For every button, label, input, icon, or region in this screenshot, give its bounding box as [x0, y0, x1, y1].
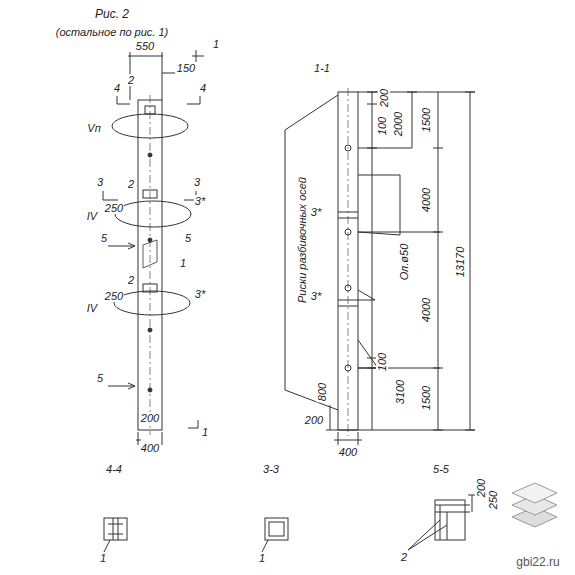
dimension-label: 13170: [454, 246, 466, 279]
dimension-label: 3: [193, 176, 201, 188]
dimension-label: 400: [140, 442, 160, 454]
dimension-label: 1: [201, 426, 209, 438]
dimension-label: 150: [176, 62, 196, 74]
dimension-label: (остальное по рис. 1): [55, 26, 170, 38]
dimension-label: 1500: [420, 385, 432, 411]
dimension-label: 250: [487, 490, 499, 510]
dimension-label: 2: [127, 178, 135, 190]
dimension-label: 250: [104, 290, 124, 302]
dimension-label: 200: [378, 88, 390, 108]
dimension-label: Риски разбивочных осей: [296, 176, 308, 304]
dimension-label: 1: [212, 38, 220, 50]
dimension-label: 4000: [420, 187, 432, 213]
dimension-label: 2: [127, 74, 135, 86]
dimension-label: 3*: [310, 290, 322, 302]
dimension-label: 5: [100, 232, 108, 244]
dimension-label: Vп: [86, 122, 101, 134]
dimension-label: 5-5: [432, 463, 450, 475]
dimension-label: 3*: [194, 195, 206, 207]
dimension-label: 3-3: [262, 463, 280, 475]
dimension-label: 2: [400, 551, 408, 563]
dimension-label: 5: [184, 232, 192, 244]
dimension-label: Ол.ø50: [398, 243, 410, 282]
dimension-label: 2000: [392, 111, 404, 137]
dimension-label: 100: [376, 116, 388, 136]
dimension-label: 200: [475, 478, 487, 498]
dimension-label: 1: [258, 552, 266, 564]
watermark: gbi22.ru: [515, 556, 560, 568]
dimension-label: IV: [86, 210, 98, 222]
dimension-label: 1: [179, 257, 187, 269]
dimension-label: 3*: [310, 206, 322, 218]
dimension-label: 1: [99, 552, 107, 564]
dimension-label: 3: [96, 176, 104, 188]
dimension-label: 250: [104, 202, 124, 214]
dimension-label: 200: [304, 414, 324, 426]
figure-title: Рис. 2: [94, 8, 130, 20]
dimension-label: 1-1: [313, 62, 331, 74]
dimension-label: 800: [316, 382, 328, 402]
dimension-label: 200: [140, 412, 160, 424]
dimension-label: IV: [86, 302, 98, 314]
dimension-label: 3*: [194, 288, 206, 300]
dimension-label: 5: [96, 372, 104, 384]
dimension-label: 3100: [394, 379, 406, 405]
dimension-label: 4000: [420, 297, 432, 323]
dimension-label: 1500: [420, 107, 432, 133]
dimension-label: 550: [135, 40, 155, 52]
dimension-label: 400: [338, 446, 358, 458]
dimension-label: 2: [127, 274, 135, 286]
dimension-label: 4: [199, 82, 207, 94]
dimension-label: 4: [113, 82, 121, 94]
dimension-label: 100: [376, 352, 388, 372]
dimension-label: 4-4: [105, 463, 123, 475]
